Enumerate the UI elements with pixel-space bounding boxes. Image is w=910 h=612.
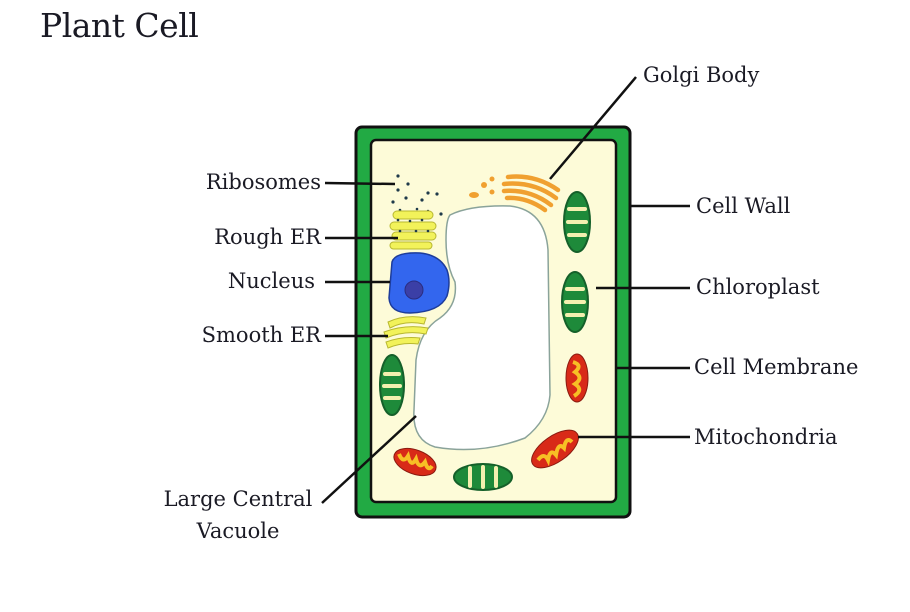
label-golgi-body: Golgi Body [643,63,759,87]
mitochondria [565,353,589,403]
ribosomes [391,174,443,216]
leader-vacuole [321,415,417,504]
diagram-title: Plant Cell [40,6,199,45]
golgi-body [501,174,561,213]
smooth-er [383,316,429,349]
label-vacuole-line1: Large Central [164,487,313,511]
mitochondria [531,429,579,469]
chloroplast [561,271,589,333]
label-nucleus: Nucleus [228,269,315,293]
rough-er [389,210,437,250]
mitochondria [393,447,437,477]
label-vacuole-line2: Vacuole [196,519,280,543]
chloroplast [563,191,591,253]
label-cell-wall: Cell Wall [696,194,791,218]
large-central-vacuole [413,205,551,451]
label-cell-membrane: Cell Membrane [694,355,858,379]
leader-ribosomes [324,181,396,186]
label-ribosomes: Ribosomes [206,170,321,194]
label-chloroplast: Chloroplast [696,275,820,299]
label-smooth-er: Smooth ER [202,323,323,347]
chloroplast [453,463,513,491]
label-rough-er: Rough ER [214,225,322,249]
nucleolus [404,280,424,300]
chloroplast [379,354,405,416]
leader-golgi-body [549,76,637,180]
label-mitochondria: Mitochondria [694,425,837,449]
